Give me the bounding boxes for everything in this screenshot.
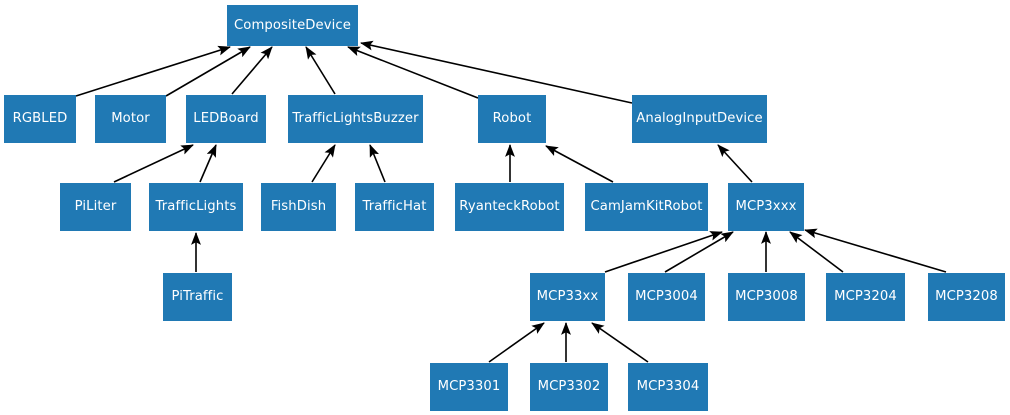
inheritance-edge-mcp3xxx-to-analoginputdevice	[717, 144, 753, 183]
class-node-robot[interactable]: Robot	[478, 95, 546, 143]
class-node-ryanteckrobot[interactable]: RyanteckRobot	[455, 183, 564, 231]
class-node-mcp3304[interactable]: MCP3304	[628, 363, 708, 411]
class-node-mcp33xx[interactable]: MCP33xx	[530, 273, 605, 321]
class-node-ledboard[interactable]: LEDBoard	[186, 95, 266, 143]
inheritance-edge-trafficlights-to-ledboard	[199, 144, 217, 183]
inheritance-edge-mcp3208-to-mcp3xxx	[804, 228, 947, 273]
class-node-piliter[interactable]: PiLiter	[60, 183, 131, 231]
inheritance-edge-robot-to-compositedevice	[347, 46, 479, 99]
inheritance-edge-mcp3301-to-mcp33xx	[488, 322, 545, 363]
class-node-label: Robot	[492, 111, 532, 127]
class-node-label: MCP3304	[636, 379, 700, 395]
class-node-label: MCP3302	[537, 379, 601, 395]
class-node-label: PiLiter	[74, 199, 117, 215]
inheritance-edge-fishdish-to-trafficlightsbuzzer	[311, 144, 336, 183]
class-node-label: CamJamKitRobot	[590, 199, 703, 215]
class-node-compositedevice[interactable]: CompositeDevice	[227, 5, 358, 46]
class-node-mcp3301[interactable]: MCP3301	[430, 363, 508, 411]
class-node-label: MCP33xx	[536, 289, 599, 305]
class-node-camjamkitrobot[interactable]: CamJamKitRobot	[585, 183, 708, 231]
class-node-trafficlightsbuzzer[interactable]: TrafficLightsBuzzer	[288, 95, 423, 143]
class-node-mcp3xxx[interactable]: MCP3xxx	[728, 183, 804, 231]
inheritance-edge-trafficlightsbuzzer-to-compositedevice	[305, 46, 336, 95]
class-node-label: CompositeDevice	[234, 17, 351, 33]
class-node-label: RGBLED	[12, 111, 68, 127]
inheritance-edge-traffichat-to-trafficlightsbuzzer	[369, 144, 386, 183]
inheritance-edge-piliter-to-ledboard	[113, 144, 194, 183]
class-node-analoginputdevice[interactable]: AnalogInputDevice	[632, 95, 767, 143]
class-node-label: TrafficLights	[155, 199, 237, 215]
class-node-fishdish[interactable]: FishDish	[261, 183, 336, 231]
inheritance-edge-analoginputdevice-to-compositedevice	[360, 40, 633, 104]
class-node-mcp3302[interactable]: MCP3302	[530, 363, 608, 411]
class-node-trafficlights[interactable]: TrafficLights	[149, 183, 243, 231]
inheritance-edge-rgbled-to-compositedevice	[75, 45, 231, 97]
inheritance-edge-ledboard-to-compositedevice	[231, 46, 273, 95]
class-node-traffichat[interactable]: TrafficHat	[355, 183, 434, 231]
class-node-label: LEDBoard	[193, 111, 259, 127]
class-node-label: TrafficHat	[362, 199, 427, 215]
inheritance-edge-mcp3204-to-mcp3xxx	[789, 231, 844, 273]
class-node-label: FishDish	[270, 199, 327, 215]
inheritance-edge-camjamkitrobot-to-robot	[545, 145, 614, 183]
class-node-mcp3204[interactable]: MCP3204	[826, 273, 905, 321]
class-node-label: AnalogInputDevice	[636, 111, 763, 127]
inheritance-edge-mcp3304-to-mcp33xx	[591, 322, 649, 363]
class-node-pitraffic[interactable]: PiTraffic	[163, 273, 232, 321]
class-node-label: MCP3004	[635, 289, 698, 305]
class-node-label: MCP3xxx	[735, 199, 797, 215]
class-node-label: TrafficLightsBuzzer	[292, 111, 419, 127]
class-node-label: MCP3301	[437, 379, 501, 395]
inheritance-edge-mcp33xx-to-mcp3xxx	[604, 231, 723, 273]
class-node-label: MCP3208	[935, 289, 998, 305]
class-node-mcp3208[interactable]: MCP3208	[928, 273, 1005, 321]
inheritance-edge-mcp3004-to-mcp3xxx	[664, 231, 734, 273]
class-node-mcp3004[interactable]: MCP3004	[628, 273, 705, 321]
class-node-mcp3008[interactable]: MCP3008	[728, 273, 805, 321]
class-node-label: RyanteckRobot	[459, 199, 560, 215]
class-node-label: MCP3008	[735, 289, 798, 305]
class-node-label: MCP3204	[834, 289, 897, 305]
inheritance-edge-motor-to-compositedevice	[165, 46, 251, 97]
class-node-motor[interactable]: Motor	[95, 95, 166, 143]
class-node-rgbled[interactable]: RGBLED	[4, 95, 76, 143]
class-node-label: PiTraffic	[171, 289, 224, 305]
class-node-label: Motor	[111, 111, 150, 127]
